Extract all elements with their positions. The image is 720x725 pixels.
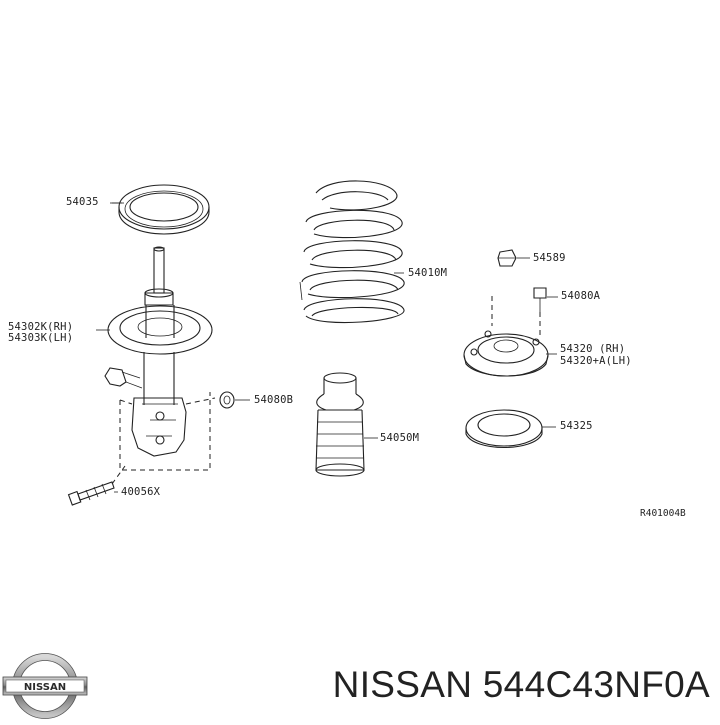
nissan-logo: NISSAN	[2, 652, 88, 720]
nut-54589-part	[497, 249, 517, 267]
mount-insulator-part	[463, 287, 549, 377]
diagram-ref-code: R401004B	[640, 508, 686, 519]
part-label-54010m: 54010M	[408, 267, 448, 279]
part-label-54589: 54589	[533, 252, 566, 264]
leader-lines	[96, 202, 558, 493]
strut-assembly-part	[67, 246, 216, 506]
part-label-54035: 54035	[66, 196, 99, 208]
part-label-54320-rh: 54320 (RH)	[560, 343, 626, 355]
strut-bearing-part	[465, 409, 543, 449]
part-label-54080a: 54080A	[561, 290, 601, 302]
spring-seat-part	[110, 184, 210, 235]
dust-boot-part	[315, 372, 365, 477]
part-label-54303k: 54303K(LH)	[8, 332, 74, 344]
nut-54080b-part	[219, 391, 235, 409]
footer-title: NISSAN 544C43NF0A	[332, 664, 710, 705]
part-label-40056x: 40056X	[121, 486, 161, 498]
nissan-logo-text: NISSAN	[24, 682, 66, 693]
part-label-54325: 54325	[560, 420, 593, 432]
coil-spring-part	[299, 180, 405, 324]
part-label-54080b: 54080B	[254, 394, 294, 406]
part-label-54050m: 54050M	[380, 432, 420, 444]
part-label-54320a-lh: 54320+A(LH)	[560, 355, 632, 367]
part-label-54302k: 54302K(RH)	[8, 321, 74, 333]
